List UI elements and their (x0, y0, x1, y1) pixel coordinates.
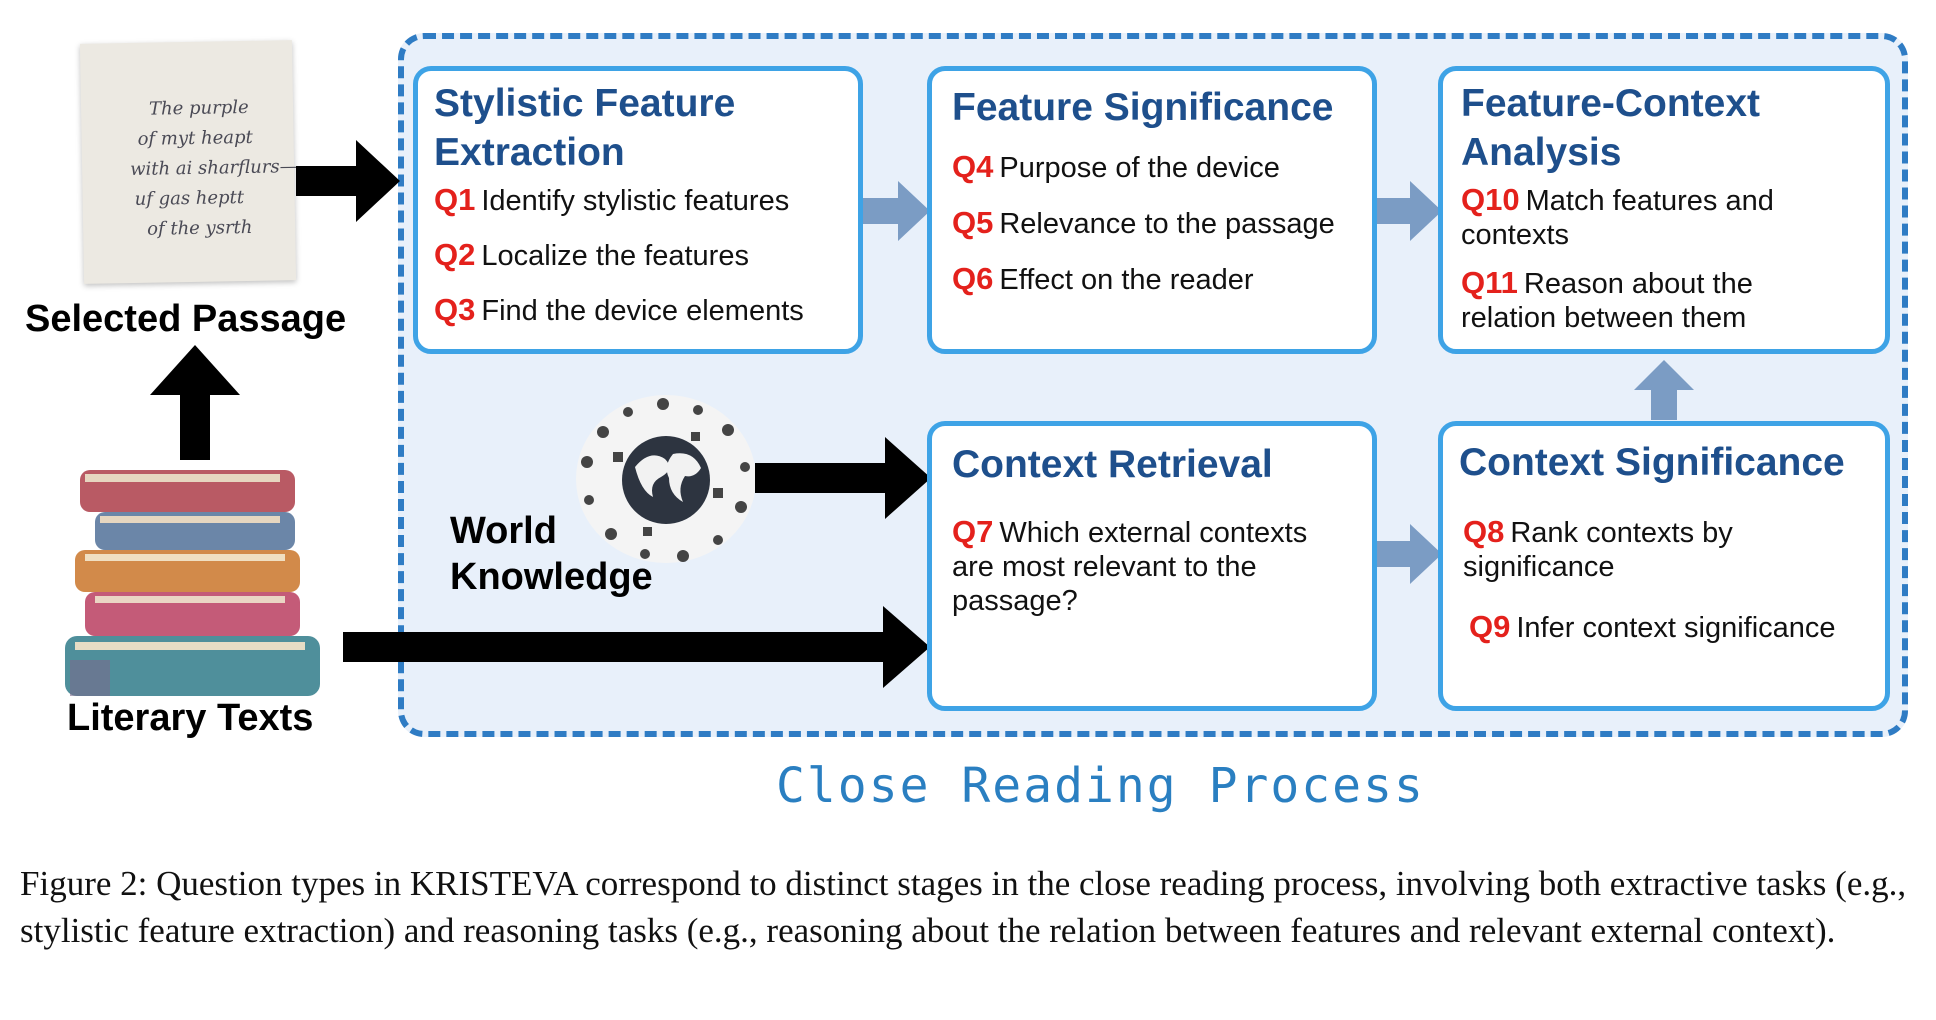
retrieval-to-context-significance-arrow (1372, 524, 1442, 584)
extraction-to-significance-arrow (860, 181, 930, 241)
globe-icon (576, 395, 756, 563)
question-q7-line2: are most relevant to the (952, 551, 1257, 583)
stylistic-title-line1: Stylistic Feature (434, 82, 736, 125)
context-retrieval-title: Context Retrieval (952, 443, 1273, 486)
context-significance-to-analysis-arrow (1634, 360, 1694, 420)
texts-to-retrieval-arrow (343, 606, 930, 688)
question-q10-line2: contexts (1461, 219, 1569, 251)
up-arrow (150, 345, 240, 460)
handwriting-line: uf gas heptt (134, 187, 245, 210)
figure-caption: Figure 2: Question types in KRISTEVA cor… (20, 864, 1907, 950)
passage-paper-icon: The purple of myt heapt with ai sharflur… (79, 40, 298, 284)
feature-context-title-line2: Analysis (1461, 131, 1622, 174)
passage-to-extraction-arrow (296, 140, 400, 222)
context-significance-title: Context Significance (1459, 441, 1845, 484)
handwriting-line: of the ysrth (146, 216, 253, 240)
literary-texts-label: Literary Texts (67, 697, 314, 739)
question-q7-line3: passage? (952, 585, 1078, 617)
question-q11-line2: relation between them (1461, 302, 1747, 334)
close-reading-process-label: Close Reading Process (776, 758, 1425, 814)
world-knowledge-label-line2: Knowledge (450, 556, 653, 598)
selected-passage-label: Selected Passage (25, 298, 347, 340)
question-q8-line2: significance (1463, 551, 1615, 583)
stylistic-title-line2: Extraction (434, 131, 625, 174)
knowledge-to-retrieval-arrow (755, 437, 931, 519)
handwriting-line: of myt heapt (137, 126, 253, 150)
handwriting-line: The purple (148, 96, 249, 120)
feature-significance-title: Feature Significance (952, 86, 1334, 129)
feature-context-title-line1: Feature-Context (1461, 82, 1761, 125)
world-knowledge-label-line1: World (450, 510, 557, 552)
handwriting-line: with ai sharflurs— (129, 156, 298, 181)
books-icon (65, 470, 320, 696)
significance-to-analysis-arrow (1372, 181, 1442, 241)
